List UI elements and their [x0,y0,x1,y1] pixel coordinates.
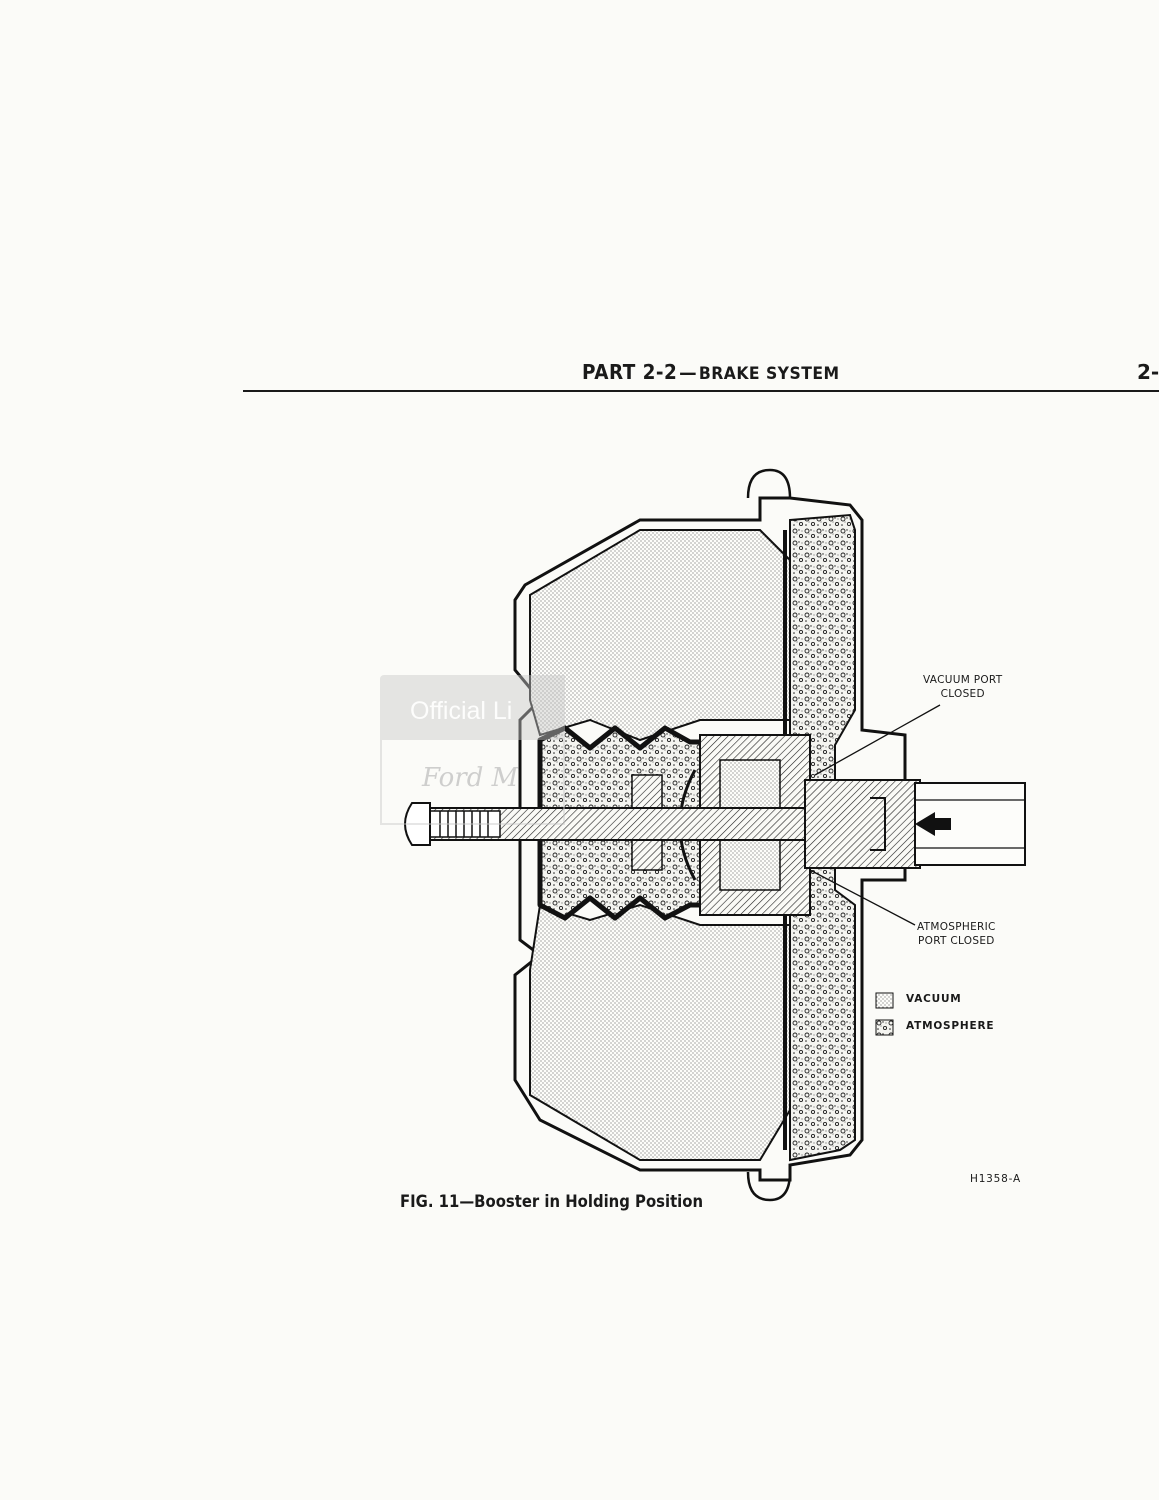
seal [870,797,886,851]
figure-code: H1358-A [970,1173,1021,1185]
vacuum-upper [529,529,791,742]
page-title: PART 2-2—BRAKE SYSTEM [582,360,839,384]
atmospheric-port-leader [809,869,916,926]
vacuum-lower [529,903,791,1161]
legend-swatch-atmosphere [875,1019,894,1036]
thread-lines [439,811,489,837]
title-dash: — [679,362,698,384]
legend-vacuum-label: VACUUM [906,993,962,1005]
vacuum-port-line1: VACUUM PORT [923,674,1003,686]
header-rule [243,390,1159,392]
atmospheric-port-callout: ATMOSPHERIC PORT CLOSED [917,920,996,948]
vacuum-port-callout: VACUUM PORT CLOSED [923,673,1002,701]
bottom-flange [746,1171,792,1202]
atmospheric-port-line2: PORT CLOSED [918,935,995,947]
rod-nut [404,802,431,846]
figure-caption: FIG. 11—Booster in Holding Position [400,1192,704,1211]
legend-swatch-vacuum [875,992,894,1009]
page-header: PART 2-2—BRAKE SYSTEM 2- [0,0,1159,400]
arrow-shaft [933,818,951,830]
legend-atmosphere: ATMOSPHERE [906,1020,994,1032]
legend-atmosphere-label: ATMOSPHERE [906,1020,995,1032]
legend-vacuum: VACUUM [906,993,962,1005]
vacuum-port-leader [814,704,941,776]
section-title: BRAKE SYSTEM [698,364,840,384]
output-hub [804,779,921,869]
page-number: 2- [1137,360,1159,384]
booster-shell [513,496,907,1182]
vacuum-port-line2: CLOSED [940,688,985,700]
top-flange [746,468,792,499]
part-number: PART 2-2 [582,360,678,384]
atmospheric-port-line1: ATMOSPHERIC [917,921,996,933]
arrow-icon [915,812,935,836]
